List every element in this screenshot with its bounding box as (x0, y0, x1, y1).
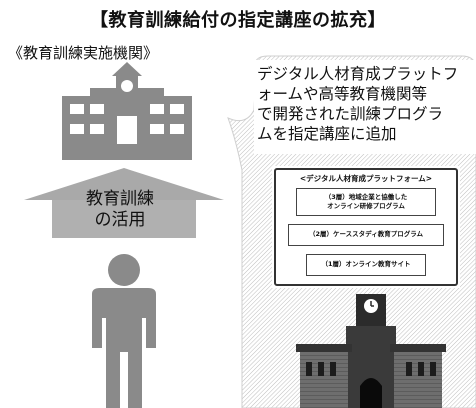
description-line: デジタル人材育成プラットフ (257, 65, 459, 83)
tier-3-line2: オンライン研修プログラム (327, 202, 405, 210)
arrow-label-line1: 教育訓練 (86, 189, 154, 209)
expansion-description: デジタル人材育成プラットフ ォームや高等教育機関等 で開発された訓練プログラ ム… (257, 64, 476, 144)
digital-platform-box: <デジタル人材育成プラットフォーム> （3層）地域企業と協働した オンライン研修… (274, 168, 458, 286)
university-building-icon (296, 294, 446, 408)
tier-1-label: （1層）オンライン教育サイト (321, 260, 411, 268)
description-line: で開発された訓練プログラ (257, 105, 444, 123)
arrow-label: 教育訓練 の活用 (60, 189, 180, 231)
arrow-label-line2: の活用 (94, 210, 146, 230)
platform-title: <デジタル人材育成プラットフォーム> (299, 174, 433, 183)
description-line: ォームや高等教育機関等 (257, 85, 428, 103)
page-title: 【教育訓練給付の指定講座の拡充】 (90, 10, 386, 31)
tier-3-box: （3層）地域企業と協働した オンライン研修プログラム (296, 188, 436, 216)
school-building-icon (62, 62, 192, 160)
institution-label: 《教育訓練実施機関》 (8, 44, 159, 62)
tier-2-label: （2層）ケーススタディ教育プログラム (308, 230, 424, 238)
person-icon (92, 254, 156, 408)
tier-1-box: （1層）オンライン教育サイト (306, 254, 426, 276)
tier-2-box: （2層）ケーススタディ教育プログラム (288, 224, 444, 246)
description-line: ムを指定講座に追加 (257, 125, 397, 143)
tier-3-line1: （3層）地域企業と協働した (324, 193, 408, 201)
